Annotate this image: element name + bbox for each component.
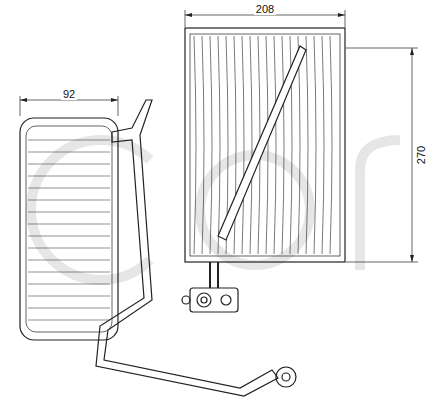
fin xyxy=(250,36,252,254)
fin xyxy=(28,176,110,177)
fin xyxy=(28,308,110,309)
fin xyxy=(322,36,324,254)
refrigerant-pipe xyxy=(96,100,278,396)
fin xyxy=(28,188,110,189)
fin xyxy=(28,164,110,165)
fin xyxy=(210,36,212,254)
fin xyxy=(28,140,110,141)
fin xyxy=(28,272,110,273)
fin xyxy=(282,36,284,254)
fin xyxy=(194,36,196,254)
expansion-valve xyxy=(190,288,238,312)
fin xyxy=(28,284,110,285)
fin xyxy=(242,36,244,254)
dimension-label: 208 xyxy=(254,3,276,15)
side-view-core xyxy=(20,118,118,340)
fin xyxy=(314,36,316,254)
fin xyxy=(330,36,332,254)
inner-tube xyxy=(218,46,306,240)
fin xyxy=(28,200,110,201)
fin xyxy=(28,320,110,321)
fin xyxy=(28,248,110,249)
fin xyxy=(28,152,110,153)
dimension-label: 270 xyxy=(415,144,427,166)
fin xyxy=(28,296,110,297)
fin xyxy=(28,236,110,237)
flange xyxy=(276,367,296,387)
evaporator-core xyxy=(185,28,345,262)
fin xyxy=(202,36,204,254)
dimension-label: 92 xyxy=(61,88,77,100)
fin xyxy=(28,260,110,261)
fin xyxy=(28,212,110,213)
fin xyxy=(274,36,276,254)
fin xyxy=(218,36,220,254)
fin xyxy=(306,36,308,254)
fin xyxy=(28,224,110,225)
